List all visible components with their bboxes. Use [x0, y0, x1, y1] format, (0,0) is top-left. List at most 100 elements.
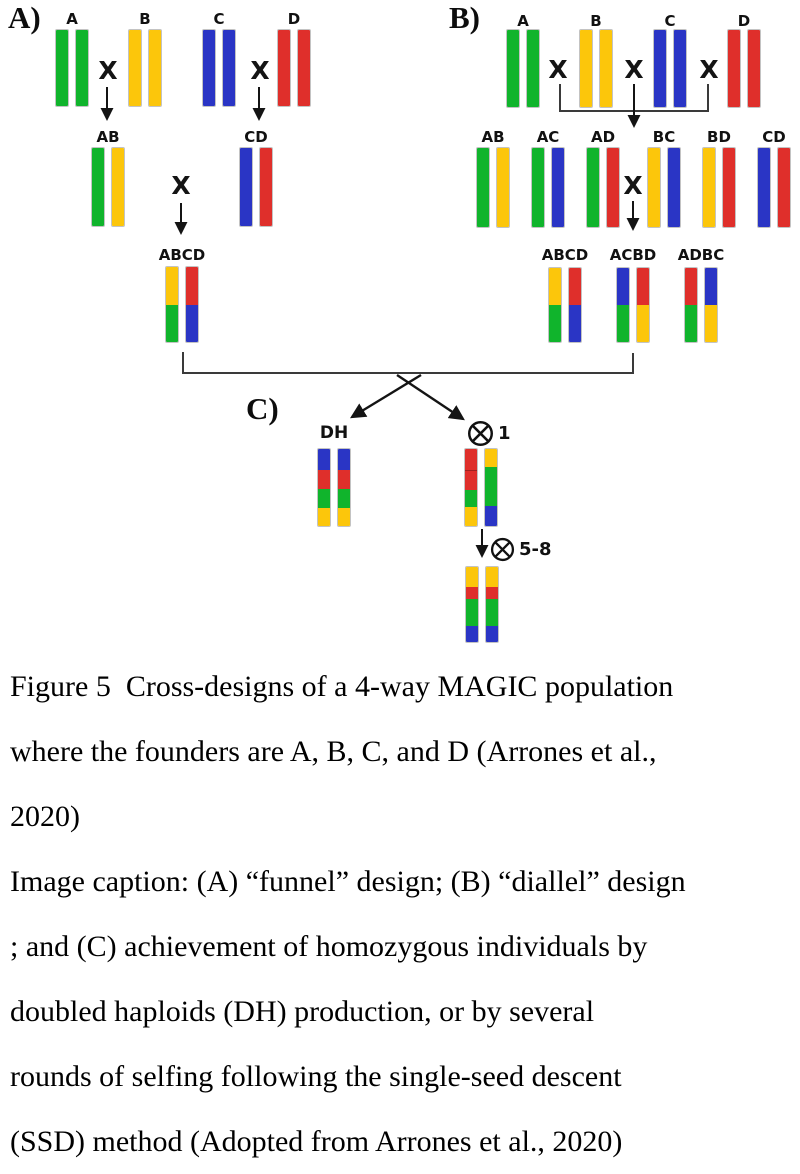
- chromosome-segment-founder-b: [549, 268, 561, 305]
- chromatid: [317, 448, 331, 527]
- chromosome-pair-ad: [586, 147, 620, 228]
- connector-lines-layer: [100, 84, 709, 558]
- chromosome-segment-founder-d: [486, 586, 498, 600]
- chromatid: [222, 29, 236, 107]
- arrow-c-to-selfing: [396, 374, 465, 421]
- chromosome-segment-founder-d: [723, 148, 735, 227]
- founder-d-label: D: [287, 10, 301, 28]
- caption-line: ; and (C) achievement of homozygous indi…: [10, 930, 648, 963]
- cross-icon: X: [699, 55, 719, 84]
- chromosome-pair-cd: [239, 147, 273, 227]
- chromatid: [111, 147, 125, 227]
- caption-line: Figure 5 Cross-designs of a 4-way MAGIC …: [10, 670, 674, 703]
- chromosome-pair-cd: [757, 147, 791, 228]
- chromosome-segment-founder-d: [637, 268, 649, 305]
- founder-a-label: A: [517, 12, 529, 30]
- chromatid: [616, 267, 630, 343]
- chromosome-segment-founder-a: [617, 305, 629, 342]
- hybrid-acbd-label: ACBD: [609, 246, 657, 264]
- chromatid: [165, 266, 179, 343]
- chromosome-pair-self1: [464, 448, 498, 527]
- chromosome-segment-founder-c: [569, 305, 581, 342]
- cross-icon: X: [623, 171, 643, 200]
- selfing-gen-count: 1: [498, 423, 511, 444]
- chromatid: [667, 147, 681, 228]
- hybrid-cd-label: CD: [244, 128, 268, 146]
- chromatid: [239, 147, 253, 227]
- hybrid-abcd-label: ABCD: [541, 246, 589, 264]
- chromosome-segment-founder-d: [298, 30, 310, 106]
- cross-icon: X: [250, 56, 270, 85]
- chromosome-segment-founder-d: [186, 267, 198, 305]
- hybrid-abcd-label: ABCD: [158, 246, 206, 264]
- chromosome-segment-founder-b: [318, 507, 330, 526]
- caption-line: 2020): [10, 800, 80, 833]
- chromosome-segment-founder-c: [240, 148, 252, 226]
- chromosome-segment-founder-a: [338, 489, 350, 508]
- chromosome-pair-founder-a: [55, 29, 89, 107]
- chromosome-pair-founder-c: [653, 29, 687, 108]
- chromosome-pair-ac: [531, 147, 565, 228]
- chromatid: [757, 147, 771, 228]
- chromatid: [202, 29, 216, 107]
- chromosome-segment-founder-a: [507, 30, 519, 107]
- chromosome-segment-founder-c: [654, 30, 666, 107]
- chromosome-segment-founder-d: [778, 148, 790, 227]
- chromatid: [476, 147, 490, 228]
- arrow-c-to-dh: [350, 373, 422, 419]
- chromosome-segment-founder-b: [600, 30, 612, 107]
- chromatid: [297, 29, 311, 107]
- founder-d-label: D: [737, 12, 751, 30]
- caption-line: (SSD) method (Adopted from Arrones et al…: [10, 1125, 623, 1158]
- chromatid: [653, 29, 667, 108]
- chromosome-segment-founder-d: [728, 30, 740, 107]
- chromosome-segment-founder-d: [318, 469, 330, 490]
- chromosome-segment-founder-b: [149, 30, 161, 106]
- chromosome-segment-founder-b: [112, 148, 124, 226]
- chromosome-segment-founder-d: [466, 586, 478, 600]
- hybrid-ab-label: AB: [96, 128, 120, 146]
- chromatid: [684, 267, 698, 343]
- chromosome-segment-founder-b: [465, 507, 477, 526]
- chromatid: [464, 448, 478, 527]
- chromosome-segment-founder-a: [318, 489, 330, 508]
- chromosome-pair-founder-b: [128, 29, 162, 107]
- hybrid-ab-label: AB: [481, 128, 505, 146]
- chromosome-segment-founder-a: [166, 304, 178, 342]
- chromatid: [599, 29, 613, 108]
- chromatid: [277, 29, 291, 107]
- chromosome-segment-founder-c: [705, 268, 717, 305]
- founder-c-label: C: [213, 10, 225, 28]
- dh-label: DH: [319, 423, 349, 443]
- chromosome-segment-founder-c: [318, 449, 330, 470]
- cross-icon: X: [624, 55, 644, 84]
- hybrid-cd-label: CD: [762, 128, 786, 146]
- chromosome-segment-founder-b: [466, 567, 478, 587]
- chromatid: [673, 29, 687, 108]
- chromatid: [636, 267, 650, 343]
- panel-c-letter: C): [246, 391, 279, 426]
- chromatid: [702, 147, 716, 228]
- hybrid-bc-label: BC: [652, 128, 676, 146]
- chromosome-segment-founder-c: [485, 505, 497, 526]
- hybrid-ac-label: AC: [536, 128, 560, 146]
- chromosome-segment-founder-b: [580, 30, 592, 107]
- chromosome-segment-founder-c: [223, 30, 235, 106]
- chromatid: [485, 566, 499, 643]
- chromosome-pair-founder-c: [202, 29, 236, 107]
- magic-cross-design-diagram: A) B) C) A B C D X X AB CD X ABCD A B C …: [8, 0, 791, 643]
- chromosome-segment-founder-a: [485, 467, 497, 506]
- chromosome-pair-founder-d: [277, 29, 311, 107]
- panel-a-letter: A): [8, 0, 41, 35]
- chromosome-segment-founder-c: [617, 268, 629, 305]
- founder-c-label: C: [664, 12, 676, 30]
- chromosome-segment-founder-d: [278, 30, 290, 106]
- bracket-ab-to-c: [182, 352, 634, 374]
- chromosome-pair-bd: [702, 147, 736, 228]
- chromatid: [704, 267, 718, 343]
- chromosome-segment-founder-a: [76, 30, 88, 106]
- chromatid: [531, 147, 545, 228]
- chromosome-segment-founder-b: [705, 305, 717, 342]
- chromatid: [484, 448, 498, 527]
- chromosome-pair-founder-d: [727, 29, 761, 108]
